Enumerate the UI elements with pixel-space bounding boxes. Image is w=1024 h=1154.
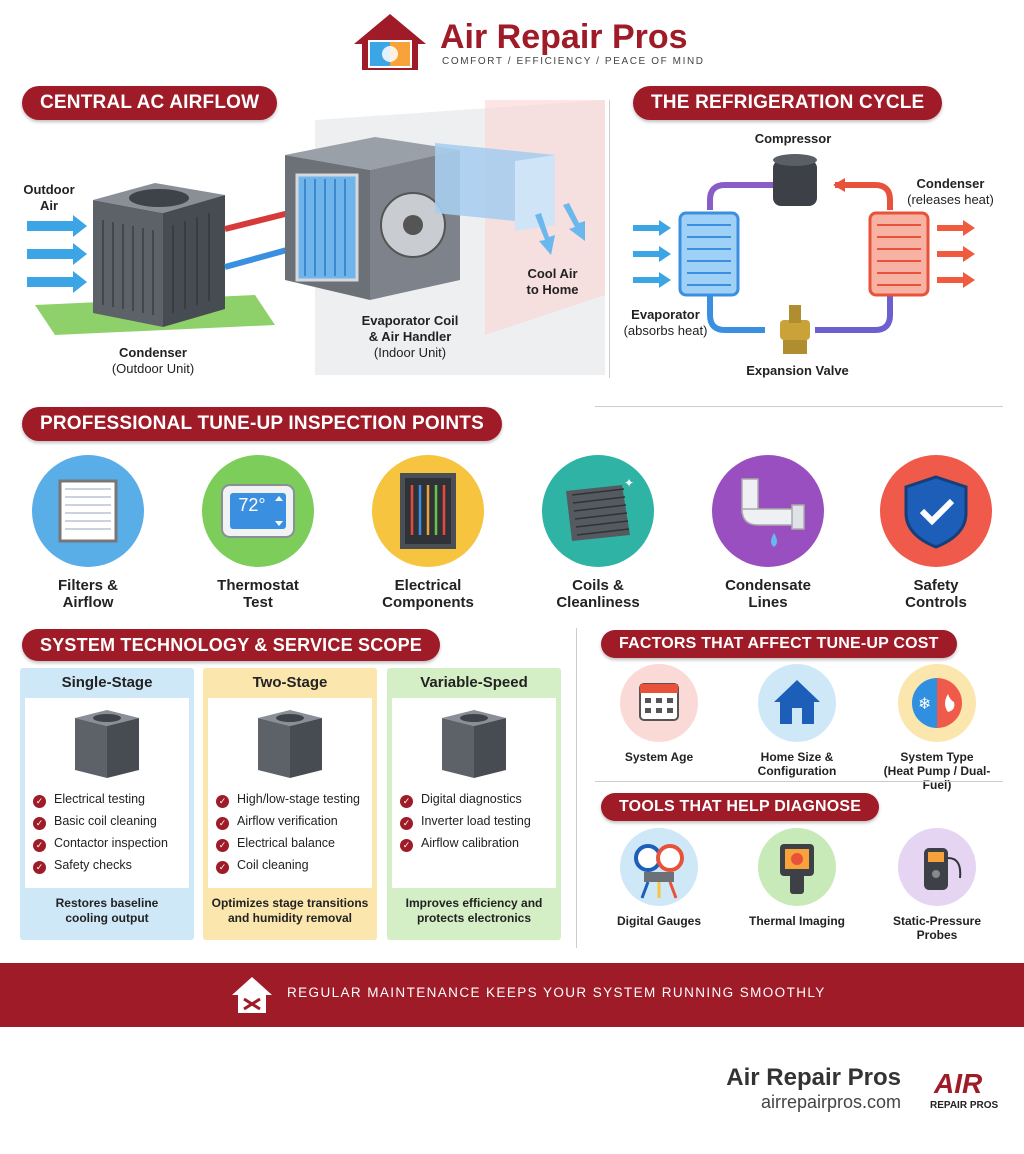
divider (595, 781, 1003, 782)
gauges-icon (634, 844, 684, 899)
cycle-condenser-label: Condenser(releases heat) (907, 176, 994, 207)
compressor-label: Compressor (754, 131, 832, 146)
bottom-banner: REGULAR MAINTENANCE KEEPS YOUR SYSTEM RU… (0, 963, 1024, 1027)
tech-item: ✓Inverter load testing (400, 812, 531, 834)
condenser-unit-icon (93, 183, 225, 327)
ac-unit-icon (75, 710, 139, 778)
tool-item: Thermal Imaging (732, 828, 862, 928)
tech-item: ✓Safety checks (33, 856, 168, 878)
house-logo-icon (354, 14, 426, 70)
expansion-valve-label: Expansion Valve (746, 363, 849, 378)
refrigeration-cycle-diagram (633, 154, 975, 354)
tech-column-title: Single-Stage (61, 674, 153, 691)
pipe-icon (741, 478, 805, 547)
thermostat-icon (221, 484, 295, 538)
tools-heading: TOOLS THAT HELP DIAGNOSE (601, 793, 880, 821)
evaporator-label: Evaporator Coil& Air Handler(Indoor Unit… (361, 313, 459, 360)
banner-text: REGULAR MAINTENANCE KEEPS YOUR SYSTEM RU… (287, 985, 826, 1000)
tech-column-two-stage: Two-Stage ✓High/low-stage testing ✓Airfl… (203, 668, 377, 940)
factor-item: ❄ System Type(Heat Pump / Dual-Fuel) (872, 664, 1002, 792)
footer-url: airrepairpros.com (760, 1092, 901, 1112)
tech-item: ✓Airflow calibration (400, 834, 531, 856)
header: Air Repair Pros COMFORT / EFFICIENCY / P… (350, 10, 703, 72)
divider (595, 406, 1003, 407)
probe-icon (924, 848, 962, 890)
inspection-item: ✦ Coils &Cleanliness (528, 455, 668, 611)
airflow-heading: CENTRAL AC AIRFLOW (22, 86, 278, 120)
cool-air-arrows (535, 203, 585, 255)
brand-tagline: COMFORT / EFFICIENCY / PEACE OF MIND (442, 56, 705, 67)
tech-item: ✓Electrical balance (216, 834, 360, 856)
footer-brand: Air Repair Pros (726, 1064, 901, 1091)
brand-title: Air Repair Pros (440, 18, 688, 56)
coil-icon: ✦ (566, 476, 634, 541)
tool-item: Digital Gauges (594, 828, 724, 928)
tech-heading: SYSTEM TECHNOLOGY & SERVICE SCOPE (22, 629, 441, 661)
tech-item: ✓Electrical testing (33, 790, 168, 812)
heat-cool-icon: ❄ (912, 678, 962, 728)
evaporator-coil-icon (678, 211, 740, 297)
outdoor-air-arrows (27, 215, 87, 293)
condenser-coil-icon (868, 211, 930, 297)
house-tools-icon (232, 977, 272, 1013)
footer-logo-word: AIR (934, 1068, 983, 1099)
factors-heading: FACTORS THAT AFFECT TUNE-UP COST (601, 630, 957, 658)
tech-column-title: Two-Stage (252, 674, 328, 691)
tech-item: ✓Basic coil cleaning (33, 812, 168, 834)
thermostat-reading: 72° (238, 495, 266, 515)
cycle-evaporator-label: Evaporator(absorbs heat) (623, 307, 708, 338)
electrical-panel-icon (400, 473, 456, 549)
house-icon (774, 680, 820, 724)
compressor-icon (773, 154, 817, 206)
inspection-item: Filters &Airflow (18, 455, 158, 611)
divider (609, 100, 610, 378)
factor-item: System Age (594, 664, 724, 764)
footer-logo: AIR REPAIR PROS (928, 1068, 998, 1114)
tech-column-single-stage: Single-Stage ✓Electrical testing ✓Basic … (20, 668, 194, 940)
footer-logo-sub: REPAIR PROS (930, 1100, 999, 1111)
tech-column-title: Variable-Speed (420, 674, 528, 691)
inspection-heading: PROFESSIONAL TUNE-UP INSPECTION POINTS (22, 407, 502, 441)
expansion-valve-icon (780, 305, 810, 354)
filter-icon (58, 479, 118, 543)
svg-text:❄: ❄ (918, 694, 931, 713)
condenser-label: Condenser(Outdoor Unit) (111, 345, 195, 376)
tech-item: ✓Coil cleaning (216, 856, 360, 878)
tech-item: ✓High/low-stage testing (216, 790, 360, 812)
tech-column-variable-speed: Variable-Speed ✓Digital diagnostics ✓Inv… (387, 668, 561, 940)
tech-item: ✓Airflow verification (216, 812, 360, 834)
factor-item: Home Size &Configuration (732, 664, 862, 778)
divider (576, 628, 577, 948)
air-handler-icon (285, 137, 460, 300)
shield-check-icon (904, 475, 968, 549)
thermal-camera-icon (780, 844, 814, 894)
airflow-diagram (27, 100, 605, 375)
tech-item: ✓Contactor inspection (33, 834, 168, 856)
svg-text:✦: ✦ (624, 476, 634, 490)
ac-unit-icon (442, 710, 506, 778)
calendar-icon (639, 683, 679, 721)
ac-unit-icon (258, 710, 322, 778)
tech-item: ✓Digital diagnostics (400, 790, 531, 812)
cycle-heading: THE REFRIGERATION CYCLE (633, 86, 943, 120)
